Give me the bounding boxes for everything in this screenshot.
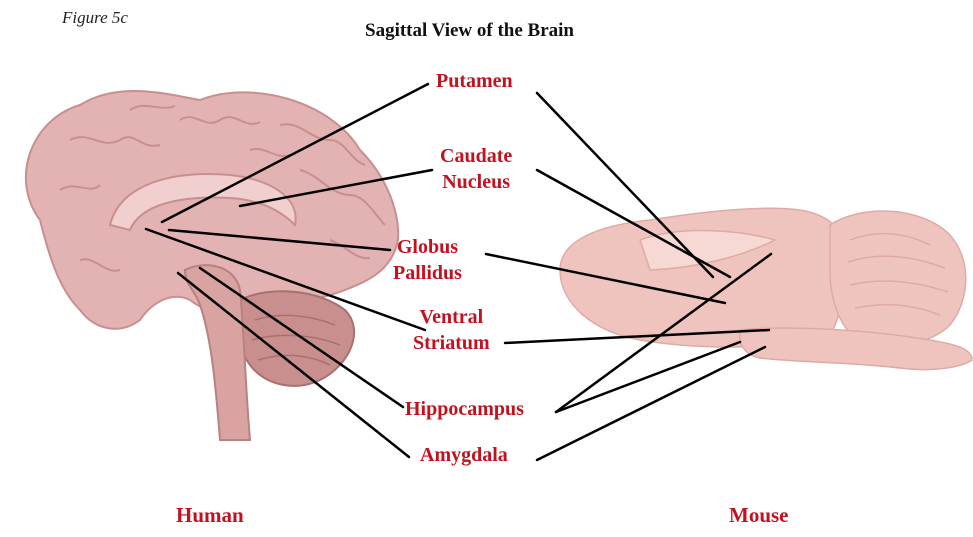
label-caudate-line1: Caudate <box>440 143 512 169</box>
connector-amygdala-mouse <box>537 347 765 460</box>
figure-label: Figure 5c <box>62 8 128 28</box>
human-brainstem <box>185 265 250 440</box>
mouse-cerebellum <box>830 211 966 345</box>
label-caudate-nucleus: Caudate Nucleus <box>440 143 512 195</box>
label-hippocampus: Hippocampus <box>405 396 524 422</box>
label-globus-pallidus: Globus Pallidus <box>393 234 462 286</box>
connector-hippocampus-mouse-2 <box>556 342 740 412</box>
label-ventral-line1: Ventral <box>413 304 490 330</box>
label-globus-line1: Globus <box>393 234 462 260</box>
label-amygdala: Amygdala <box>420 442 508 468</box>
human-brain-illustration <box>26 91 398 440</box>
label-ventral-striatum: Ventral Striatum <box>413 304 490 356</box>
species-mouse: Mouse <box>729 503 789 528</box>
species-human: Human <box>176 503 244 528</box>
label-ventral-line2: Striatum <box>413 330 490 356</box>
label-caudate-line2: Nucleus <box>440 169 512 195</box>
label-putamen: Putamen <box>436 68 513 94</box>
mouse-brain-illustration <box>560 208 972 369</box>
label-globus-line2: Pallidus <box>393 260 462 286</box>
diagram-title: Sagittal View of the Brain <box>365 20 574 42</box>
